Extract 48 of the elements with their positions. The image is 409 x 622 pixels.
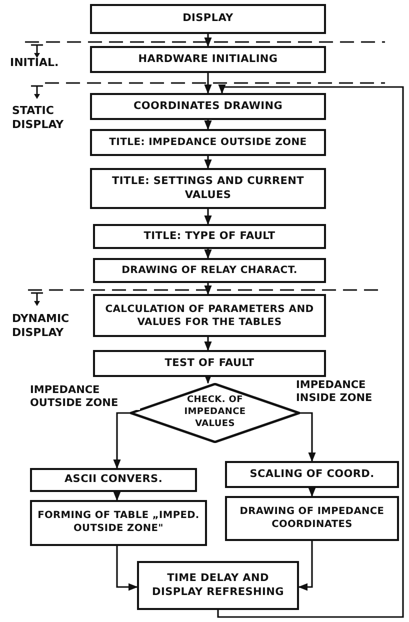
process-box <box>137 561 299 610</box>
arrow <box>308 487 316 497</box>
node-text: TITLE: TYPE OF FAULT <box>144 230 276 244</box>
phase-label: STATIC DISPLAY <box>12 104 65 133</box>
node-text: HARDWARE INITIALING <box>138 52 278 66</box>
process-box <box>90 93 326 120</box>
node-text: TIME DELAY AND DISPLAY REFRESHING <box>151 572 285 600</box>
node-text: DISPLAY <box>182 12 234 26</box>
arrow <box>204 34 212 47</box>
process-box <box>93 294 326 337</box>
node-text: COORDINATES DRAWING <box>133 100 283 114</box>
phase-label: INITIAL. <box>10 56 60 70</box>
arrow <box>300 412 316 462</box>
node-text: TEST OF FAULT <box>164 356 254 370</box>
process-box <box>30 500 207 546</box>
process-box <box>90 46 326 73</box>
arrow <box>204 120 212 130</box>
process-box <box>225 461 399 488</box>
arrow <box>298 541 313 591</box>
node-text: ASCII CONVERS. <box>64 473 163 487</box>
process-box <box>93 350 326 377</box>
edge-label: IMPEDANCE OUTSIDE ZONE <box>30 384 140 410</box>
process-box <box>90 4 326 34</box>
arrow <box>116 546 138 591</box>
node-text: FORMING OF TABLE „IMPED. OUTSIDE ZONE" <box>36 510 200 536</box>
arrow <box>113 412 130 469</box>
node-text: TITLE: SETTINGS AND CURRENT VALUES <box>111 174 305 202</box>
arrow <box>204 156 212 169</box>
arrow <box>204 283 212 295</box>
arrow <box>204 249 212 259</box>
arrow <box>204 337 212 351</box>
process-box <box>93 258 326 283</box>
arrow <box>217 84 404 618</box>
node-text: TITLE: IMPEDANCE OUTSIDE ZONE <box>109 136 307 149</box>
process-box <box>90 129 326 156</box>
node-text: CALCULATION OF PARAMETERS AND VALUES FOR THE TABLES <box>104 302 315 328</box>
arrow <box>204 209 212 225</box>
arrow <box>113 491 121 501</box>
process-box <box>225 496 399 541</box>
node-text: SCALING OF COORD. <box>250 468 374 482</box>
phase-label: DYNAMIC DISPLAY <box>12 312 70 341</box>
process-box <box>93 224 326 249</box>
process-box <box>30 468 197 492</box>
node-text: DRAWING OF RELAY CHARACT. <box>122 264 298 277</box>
process-box <box>90 168 326 209</box>
node-text: CHECK. OF IMPEDANCE VALUES <box>183 395 247 431</box>
node-text: DRAWING OF IMPEDANCE COORDINATES <box>238 506 386 532</box>
arrow <box>204 73 212 94</box>
